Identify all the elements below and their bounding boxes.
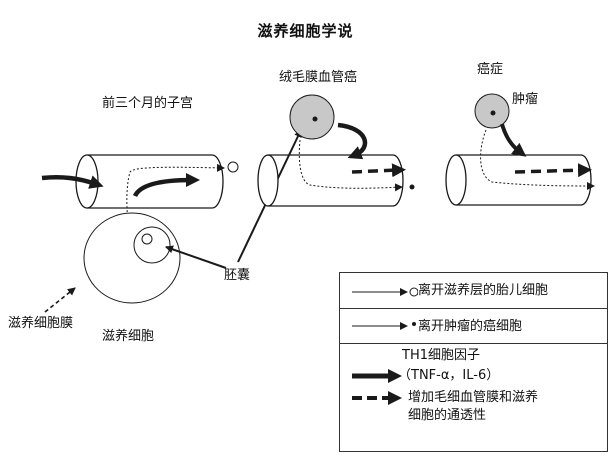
legend-row-cytokines: TH1细胞因子 （TNF-α，IL-6） 增加毛细血管膜和滋养 细胞的通透性 — [340, 344, 607, 450]
tumor-cytokine-arrow — [500, 123, 527, 157]
tumor-cell-nucleus — [490, 110, 496, 116]
villous-cytokine-arrow — [337, 122, 368, 160]
label-uterus: 前三个月的子宫 — [102, 96, 194, 111]
legend-box: 离开滋养层的胎儿细胞 离开肿瘤的癌细胞 TH1细胞因子 （TNF-α，IL-6）… — [339, 272, 608, 452]
legend-cancer-cell-text: 离开肿瘤的癌细胞 — [418, 319, 523, 334]
uterus-vessel — [75, 154, 224, 209]
membrane-pointer — [44, 287, 76, 313]
label-villous-vessel: 绒毛膜血管癌 — [279, 70, 358, 85]
legend-permeability-text-2: 细胞的通透性 — [408, 408, 487, 423]
label-trophoblast: 滋养细胞 — [102, 329, 155, 344]
diagram-title: 滋养细胞学说 — [257, 22, 354, 40]
fetal-cell-path — [126, 163, 225, 233]
legend-thin-arrow-dot-icon — [352, 322, 416, 330]
legend-th1-text: TH1细胞因子 — [402, 348, 480, 363]
blood-flow-arrow-in — [41, 175, 104, 189]
villous-cancer-dot — [409, 184, 415, 190]
cancer-vessel — [445, 154, 592, 206]
legend-row-cancer-cell: 离开肿瘤的癌细胞 — [340, 309, 607, 344]
legend-tnf-text: （TNF-α，IL-6） — [398, 368, 500, 383]
villous-permeability-arrow — [351, 163, 406, 178]
yolk-sac-pointer — [165, 245, 227, 269]
villous-cell-nucleus — [312, 116, 318, 122]
legend-fetal-cell-text: 离开滋养层的胎儿细胞 — [418, 283, 549, 298]
label-cancer: 癌症 — [477, 62, 504, 77]
label-yolk-sac: 胚囊 — [224, 268, 251, 283]
legend-permeability-text-1: 增加毛细血管膜和滋养 — [408, 390, 539, 405]
legend-thin-arrow-icon — [352, 287, 418, 297]
legend-thick-arrow-icon — [352, 369, 402, 383]
villous-vessel — [257, 154, 404, 207]
legend-dashed-arrow-icon — [352, 391, 402, 405]
yolk-sac-circle — [141, 233, 153, 245]
trophoblast-circle — [133, 226, 171, 264]
label-tumor: 肿瘤 — [512, 92, 539, 107]
tumor-permeability-arrow — [514, 163, 592, 178]
legend-row-fetal-cell: 离开滋养层的胎儿细胞 — [340, 273, 607, 309]
fetal-cell-marker — [227, 161, 239, 173]
villous-cell-path — [298, 139, 403, 192]
blood-flow-arrow-out — [132, 173, 200, 198]
trophoblast-membrane-circle — [83, 212, 181, 304]
villous-cell — [289, 94, 335, 140]
tumor-cell-path — [480, 129, 595, 190]
label-trophoblast-membrane: 滋养细胞膜 — [8, 316, 74, 331]
